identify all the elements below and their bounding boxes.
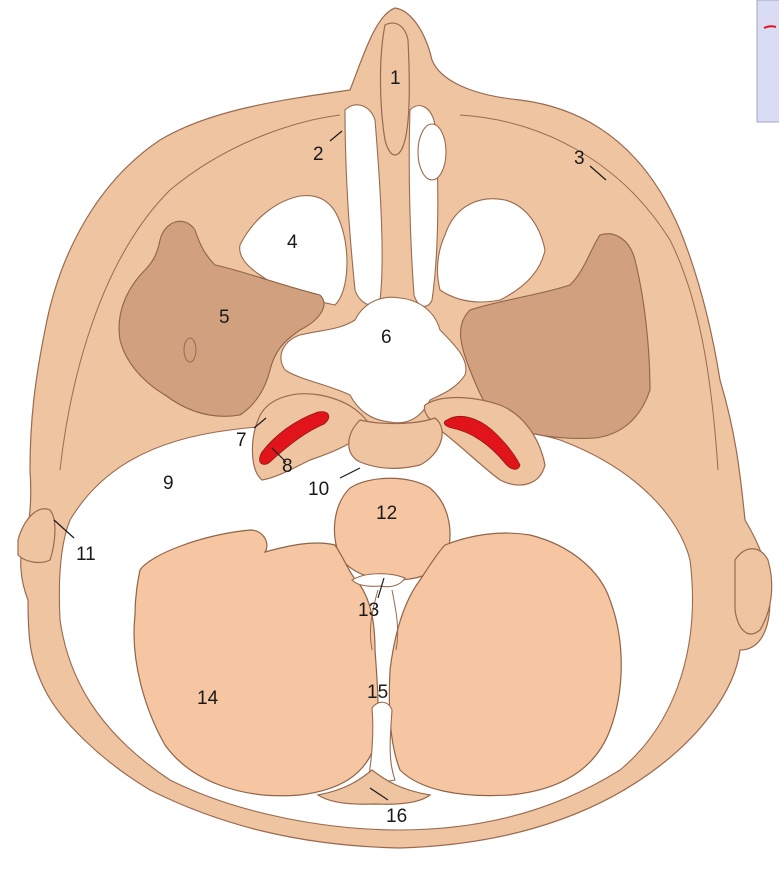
label-7: 7 <box>236 430 247 451</box>
maxillary-sinus-small <box>418 124 446 180</box>
external-ear-left <box>18 509 55 563</box>
label-14: 14 <box>197 688 219 709</box>
label-2: 2 <box>313 144 324 165</box>
label-10: 10 <box>308 479 329 500</box>
label-11: 11 <box>76 544 96 565</box>
label-16: 16 <box>386 806 407 827</box>
label-8: 8 <box>282 456 293 477</box>
label-5: 5 <box>219 307 230 328</box>
inset-panel <box>757 0 779 122</box>
nasal-bone <box>380 23 409 155</box>
label-9: 9 <box>163 473 174 494</box>
label-4: 4 <box>287 232 298 253</box>
label-3: 3 <box>574 148 585 169</box>
label-15: 15 <box>367 682 388 703</box>
label-12: 12 <box>376 503 397 524</box>
label-1: 1 <box>390 68 401 89</box>
label-13: 13 <box>358 600 379 621</box>
label-6: 6 <box>381 327 392 348</box>
